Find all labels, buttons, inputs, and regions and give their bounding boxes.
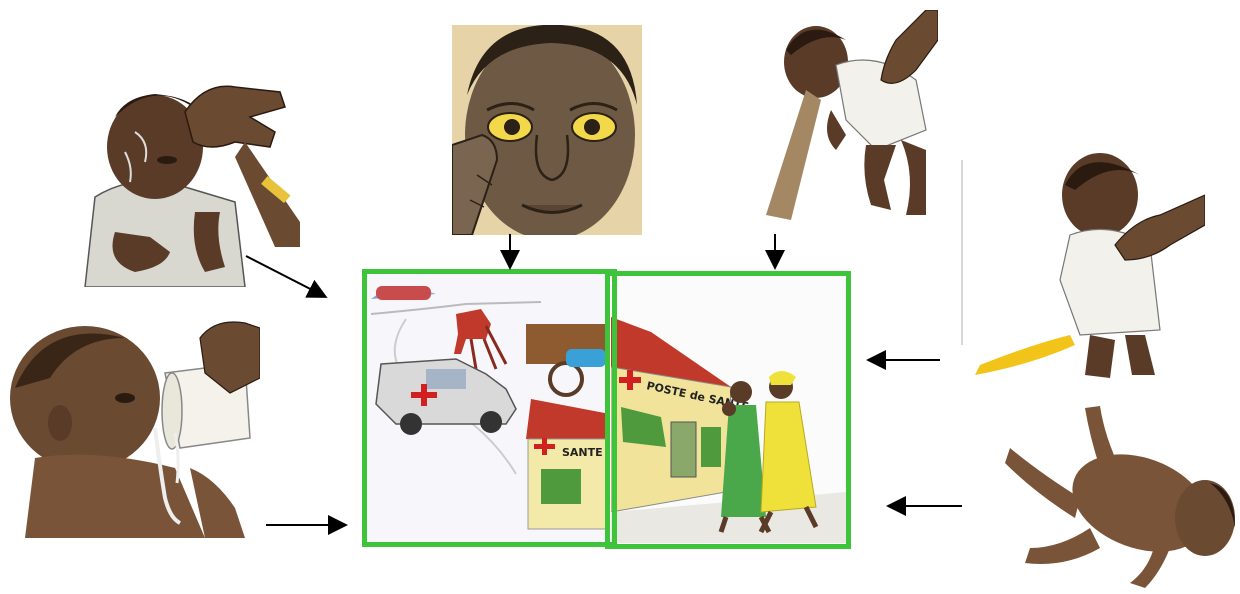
health-post-frame	[605, 271, 851, 549]
arrow-vomit-to-health-post	[765, 234, 785, 270]
drinking-child-illustration	[5, 318, 260, 538]
diarrhea-child-illustration	[960, 150, 1205, 380]
sign-vomiting-panel	[766, 10, 938, 222]
sign-fever-panel	[75, 72, 300, 287]
arrow-fever-to-transport	[245, 255, 328, 298]
fever-child-illustration	[75, 72, 300, 287]
health-post-scene: POSTE de SANTE	[611, 277, 847, 543]
arrow-convulsions-to-health-post	[886, 496, 962, 516]
sign-jaundice-panel	[452, 25, 642, 235]
transport-illustration: SANTE	[366, 274, 610, 542]
health-post-sign-small: SANTE	[562, 446, 603, 459]
convulsing-baby-illustration	[1000, 398, 1240, 594]
arrow-drink-to-transport	[266, 515, 348, 535]
arrow-jaundice-to-transport	[500, 234, 520, 270]
health-post-illustration: POSTE de SANTE	[611, 277, 847, 543]
arrow-diarrhea-to-health-post	[866, 350, 940, 370]
sign-refusing-to-drink-panel	[5, 318, 260, 538]
sign-diarrhea-panel	[960, 150, 1205, 380]
transport-scene: SANTE	[366, 274, 610, 542]
jaundice-face-illustration	[452, 25, 642, 235]
sign-convulsions-panel	[1000, 398, 1240, 594]
vomiting-child-illustration	[766, 10, 938, 222]
transport-frame	[362, 269, 617, 547]
